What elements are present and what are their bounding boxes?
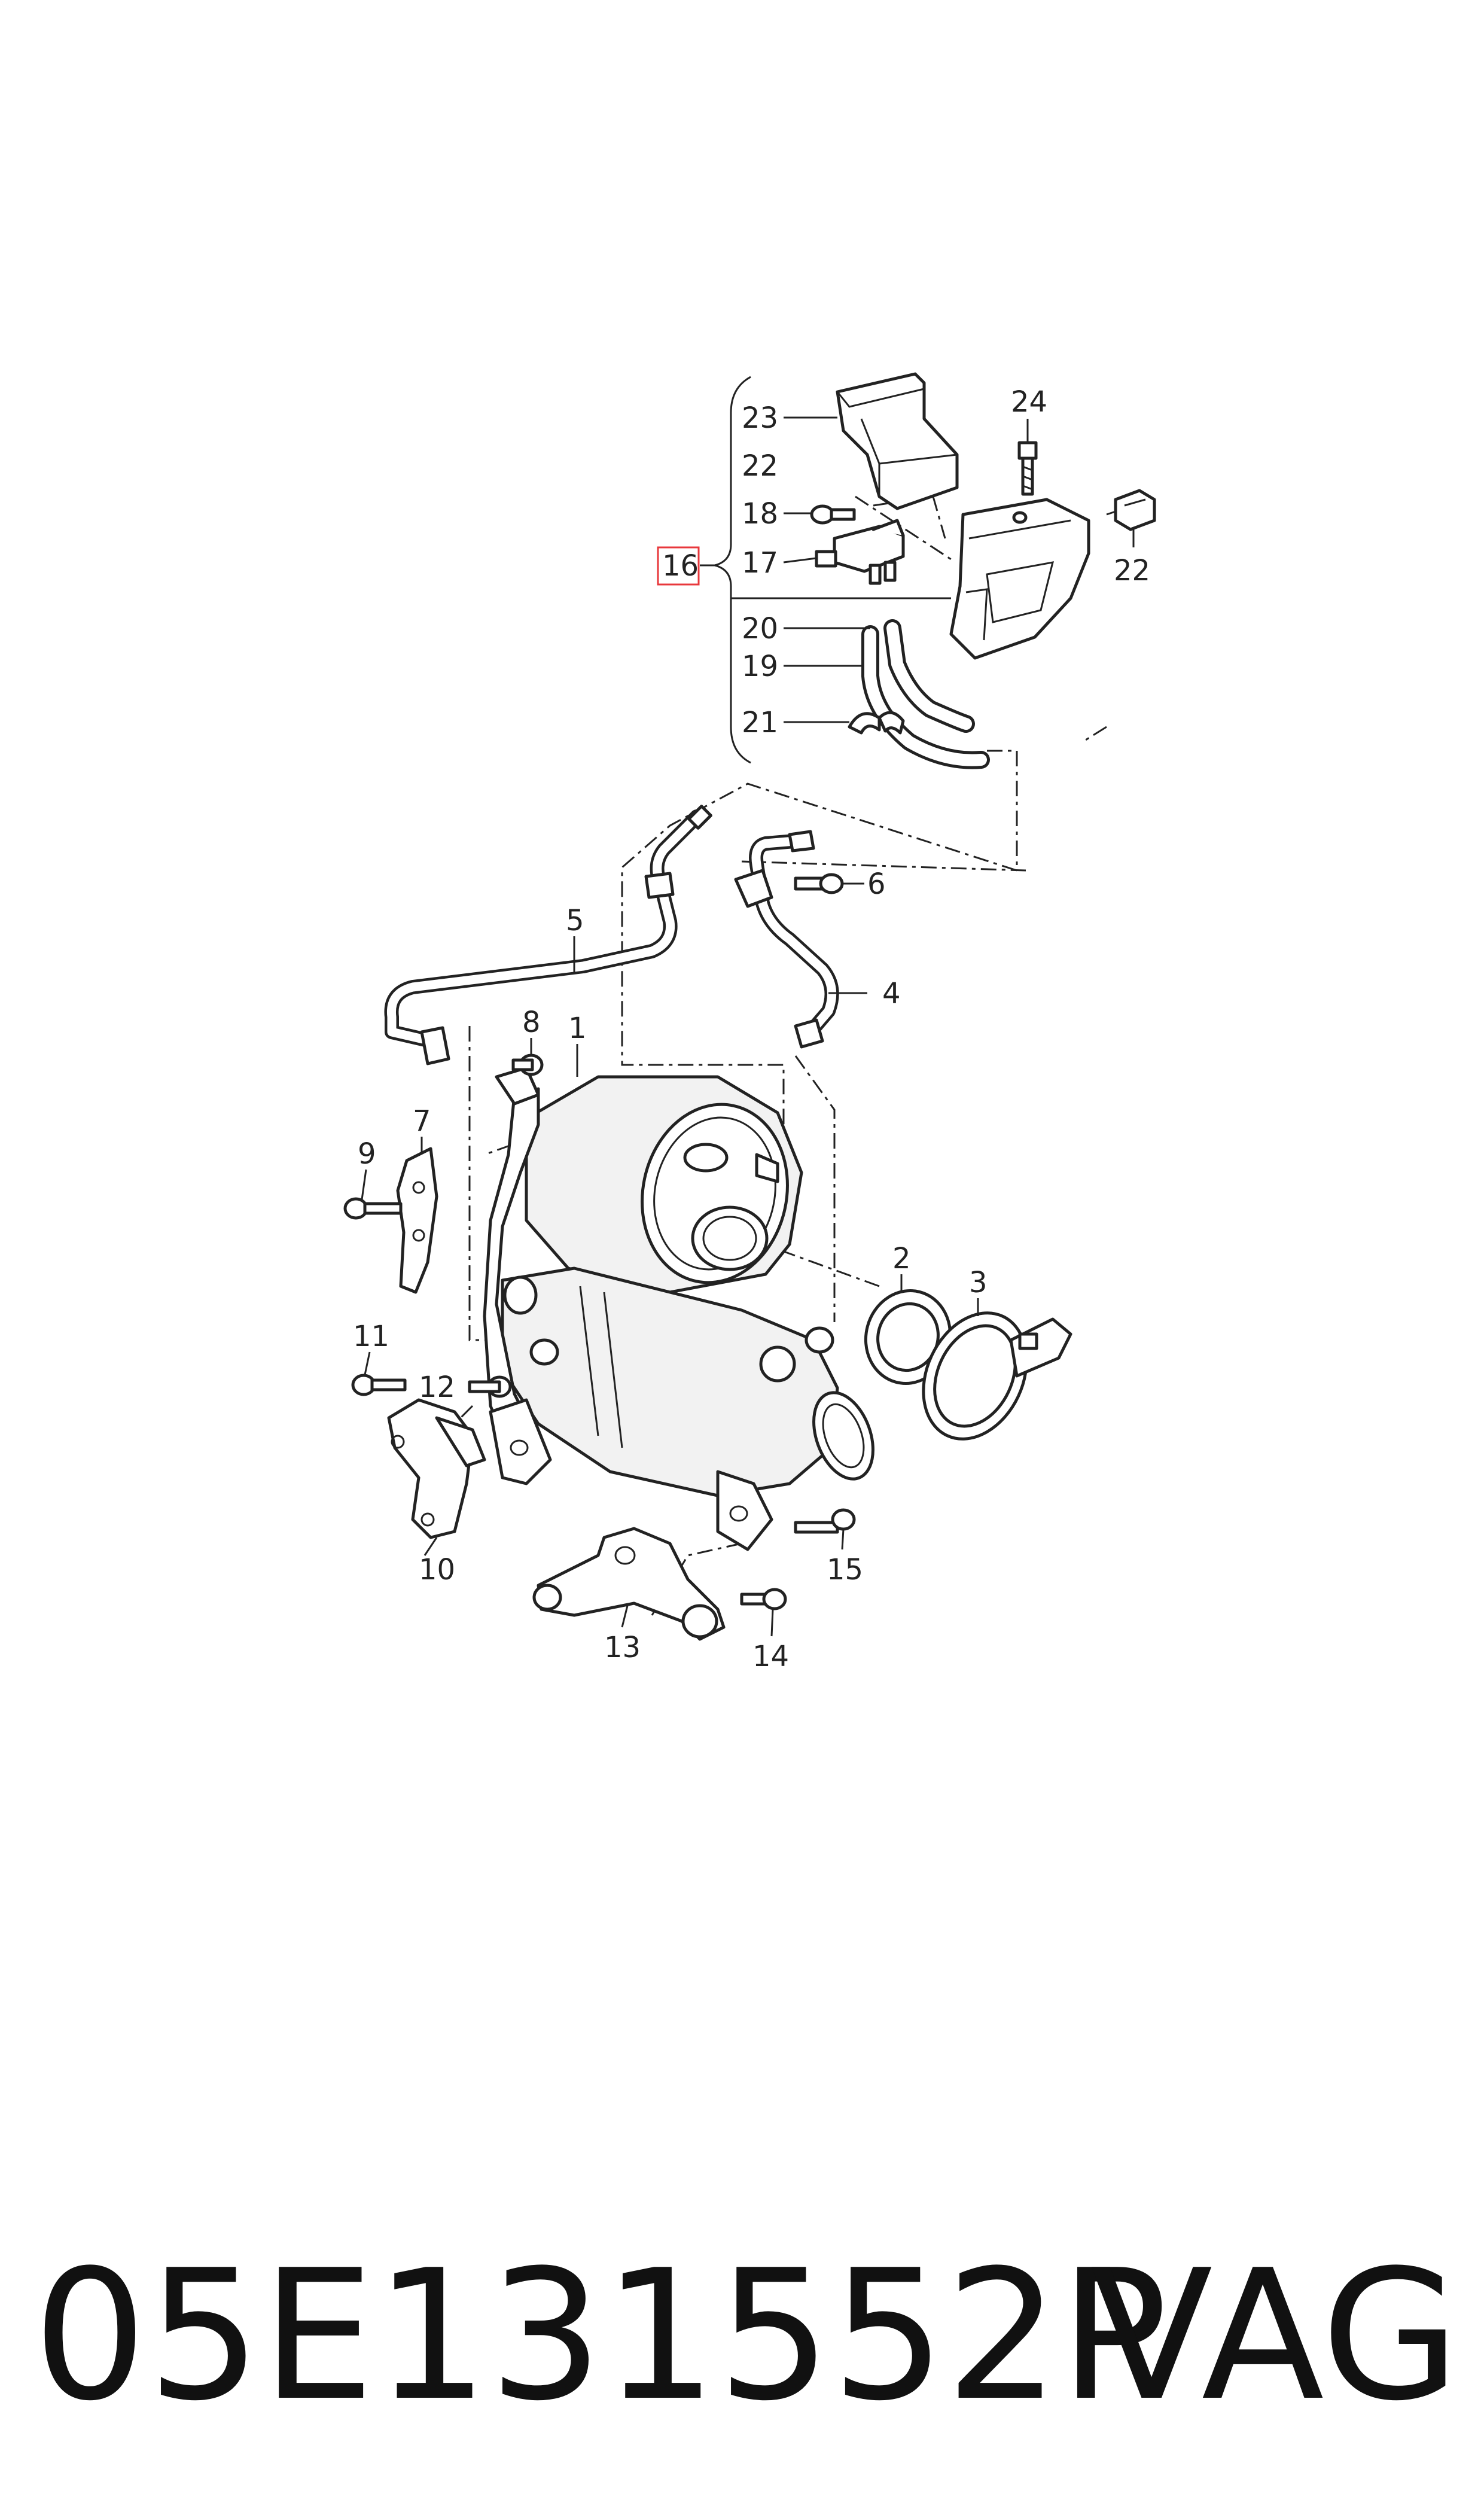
pressure-sensor-17 bbox=[815, 519, 905, 585]
pressure-pipe-4 bbox=[734, 830, 839, 1049]
callout-8: 8 bbox=[522, 1006, 541, 1039]
callout-24: 24 bbox=[1011, 385, 1047, 419]
hose-19 bbox=[861, 625, 990, 769]
hose-clip-21 bbox=[848, 711, 905, 735]
callout-20: 20 bbox=[742, 612, 778, 646]
callout-5: 5 bbox=[566, 904, 584, 937]
bolt-14 bbox=[740, 1588, 787, 1610]
bolt-11 bbox=[351, 1374, 407, 1396]
callout-labels: 23 22 18 16 17 20 19 21 24 22 6 5 4 8 1 … bbox=[353, 385, 1150, 1673]
hose-20 bbox=[883, 619, 975, 733]
callout-13: 13 bbox=[604, 1631, 641, 1664]
callout-16-highlight-box bbox=[657, 546, 700, 586]
callout-23: 23 bbox=[742, 401, 778, 435]
leader-lines bbox=[361, 416, 1135, 1637]
callout-11: 11 bbox=[353, 1320, 389, 1353]
bracket-7 bbox=[396, 1147, 438, 1294]
callout-12: 12 bbox=[419, 1371, 455, 1404]
callout-2: 2 bbox=[892, 1242, 911, 1275]
callout-18: 18 bbox=[742, 497, 778, 531]
callout-4: 4 bbox=[882, 977, 901, 1010]
callout-16: 16 bbox=[662, 549, 699, 583]
particulate-filter-1 bbox=[483, 1066, 874, 1551]
callout-15: 15 bbox=[827, 1553, 863, 1587]
callout-17: 17 bbox=[742, 546, 778, 580]
pressure-pipe-5 bbox=[384, 805, 712, 1065]
callout-21: 21 bbox=[742, 706, 778, 739]
bolt-15 bbox=[794, 1508, 856, 1534]
sensor-bracket-housing bbox=[949, 498, 1090, 660]
connector-clip-22 bbox=[1106, 489, 1156, 531]
clamp-3 bbox=[922, 1311, 1072, 1441]
bolt-6 bbox=[794, 873, 844, 894]
callout-22-right: 22 bbox=[1114, 554, 1150, 587]
callout-14: 14 bbox=[752, 1640, 789, 1673]
callout-22-left: 22 bbox=[742, 449, 778, 483]
callout-1: 1 bbox=[568, 1012, 587, 1045]
bolt-18 bbox=[810, 504, 856, 525]
callout-9: 9 bbox=[358, 1137, 376, 1171]
heat-shield-cover-23 bbox=[836, 372, 959, 510]
support-13 bbox=[532, 1527, 726, 1641]
callout-7: 7 bbox=[413, 1104, 431, 1138]
callout-3: 3 bbox=[969, 1266, 988, 1299]
callout-19: 19 bbox=[742, 650, 778, 683]
bolt-8 bbox=[511, 1054, 544, 1076]
callout-6: 6 bbox=[867, 867, 886, 901]
part-number: 05E131552P bbox=[33, 2231, 1168, 2440]
group-16-bracket bbox=[700, 376, 751, 764]
bolt-24 bbox=[1017, 441, 1038, 496]
callout-10: 10 bbox=[419, 1553, 455, 1587]
bracket-10 bbox=[387, 1398, 486, 1539]
bolt-9 bbox=[343, 1197, 403, 1220]
bolt-12 bbox=[468, 1375, 512, 1398]
brand-name: VAG bbox=[1090, 2231, 1460, 2440]
